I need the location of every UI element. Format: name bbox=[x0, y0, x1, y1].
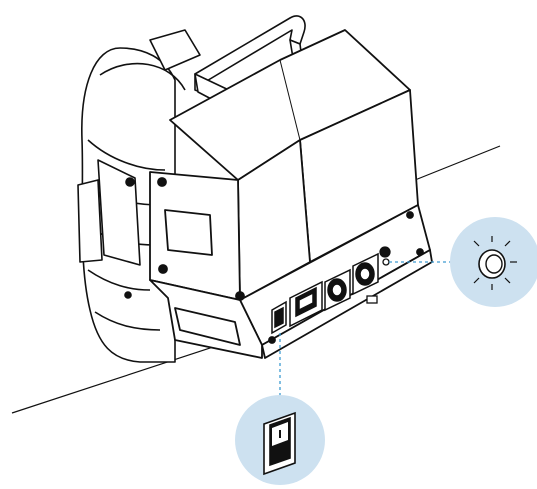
control-box bbox=[149, 29, 433, 359]
rocker-switch-icon bbox=[263, 411, 296, 476]
light-callout bbox=[450, 217, 537, 307]
glowing-button-icon bbox=[473, 236, 517, 290]
callout-lines bbox=[279, 261, 462, 402]
switch-callout bbox=[235, 395, 325, 485]
circular-connectors bbox=[324, 252, 379, 312]
power-inlet bbox=[289, 280, 323, 328]
status-indicator-light bbox=[366, 246, 391, 304]
power-switch bbox=[271, 300, 287, 335]
